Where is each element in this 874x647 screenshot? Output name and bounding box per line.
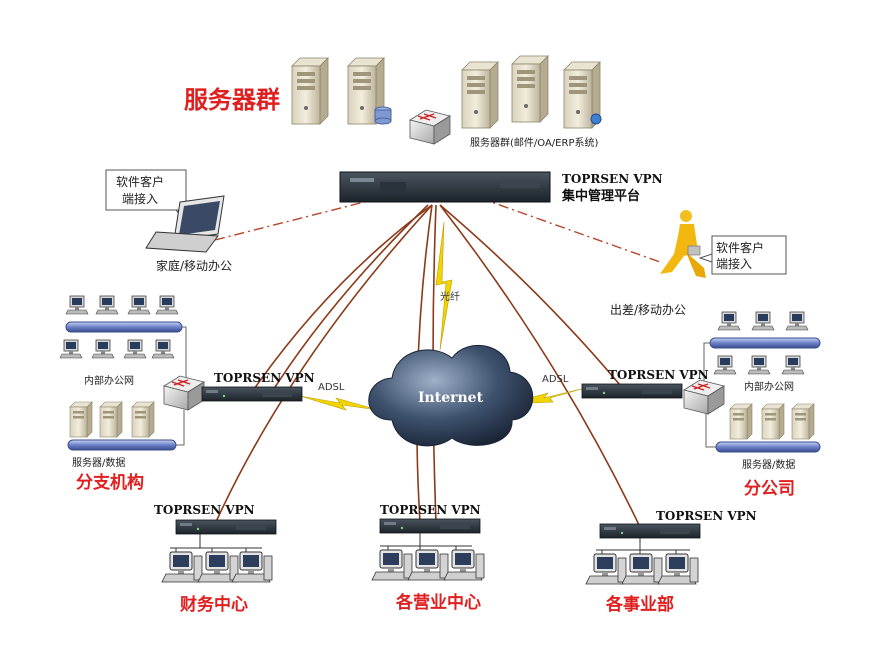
link-hq-division [439,204,641,528]
branch-vpn-device [201,386,303,402]
link-hq-subsidiary [439,204,621,386]
server-group-title: 服务器群 [184,86,280,114]
subsidiary-servers [729,403,815,440]
finance-center: TOPRSEN VPN 财务中心 [154,503,277,615]
internet-label: Internet [418,390,484,406]
link-home-vpn [214,197,381,241]
subsidiary: 内部办公网 服务器/数据 TOPRSEN VPN 分公司 [581,311,821,499]
link-hq-finance-2 [269,204,429,396]
home-office: 软件客户 端接入 家庭/移动办公 [105,169,232,273]
division-vpn-device [599,523,701,539]
division-vpn-label: TOPRSEN VPN [656,509,757,523]
home-callout-line2: 端接入 [122,191,158,206]
subsidiary-server-bus [715,441,821,453]
hq-vpn-platform: TOPRSEN VPN 集中管理平台 [339,171,663,204]
branch-servers [69,401,155,438]
link-hq-branch [251,204,433,393]
division-workstations [585,553,699,585]
travel-callout [711,235,787,275]
branch-switch [163,375,205,411]
link-travel-vpn [479,197,661,263]
subsidiary-title: 分公司 [744,479,795,499]
business-vpn-label: TOPRSEN VPN [380,503,481,517]
business-vpn-device [379,518,481,534]
branch-organization: 内部办公网 服务器/数据 TOPRSEN VPN 分支机构 [59,295,315,493]
finance-title: 财务中心 [179,594,248,615]
travel-label: 出差/移动办公 [610,302,686,317]
subsidiary-vpn-device [581,383,683,399]
subsidiary-lan-label: 内部办公网 [744,380,794,393]
travel-callout-line1: 软件客户 [716,240,764,255]
subsidiary-switch [683,379,725,415]
gear-icon [590,113,602,125]
home-callout [105,169,187,211]
fiber-label: 光纤 [440,290,460,303]
mobile-office: 软件客户 端接入 出差/移动办公 [610,210,787,317]
hq-core-switch [409,109,451,145]
fiber-bolt [435,221,453,351]
branch-title: 分支机构 [76,472,144,493]
business-centers: TOPRSEN VPN 各营业中心 [371,503,485,613]
home-callout-line1: 软件客户 [116,174,164,189]
finance-workstations [161,551,273,583]
remote-access-links [214,197,661,263]
business-workstations [371,549,485,581]
internet-cloud: Internet [368,344,534,447]
branch-vpn-label: TOPRSEN VPN [214,371,315,385]
divisions: TOPRSEN VPN 各事业部 [585,509,757,615]
subsidiary-lan-bus [709,337,821,349]
adsl-left-label: ADSL [318,382,345,393]
hq-server-group: 服务器群 服务器群(邮件/OA/ERP系统) [184,55,602,149]
server-group-note: 服务器群(邮件/OA/ERP系统) [470,136,598,149]
laptop-icon [145,195,225,253]
adsl-right-label: ADSL [542,374,569,385]
finance-vpn-label: TOPRSEN VPN [154,503,255,517]
branch-server-bus [67,439,177,451]
businessman-icon [660,210,706,278]
subsidiary-server-label: 服务器/数据 [742,458,795,471]
business-title: 各营业中心 [395,592,481,613]
link-hq-finance [214,204,433,525]
database-icon [374,106,392,125]
hq-vpn-label: TOPRSEN VPN [562,172,663,186]
adsl-bolt-left [299,395,379,411]
branch-server-label: 服务器/数据 [72,456,125,469]
branch-lan-label: 内部办公网 [84,374,134,387]
home-label: 家庭/移动办公 [156,258,232,273]
hq-platform-name: 集中管理平台 [561,188,640,204]
travel-callout-line2: 端接入 [716,256,752,271]
division-title: 各事业部 [605,594,674,615]
branch-lan-bus [65,321,183,333]
finance-vpn-device [175,519,277,535]
subsidiary-vpn-label: TOPRSEN VPN [608,368,709,382]
